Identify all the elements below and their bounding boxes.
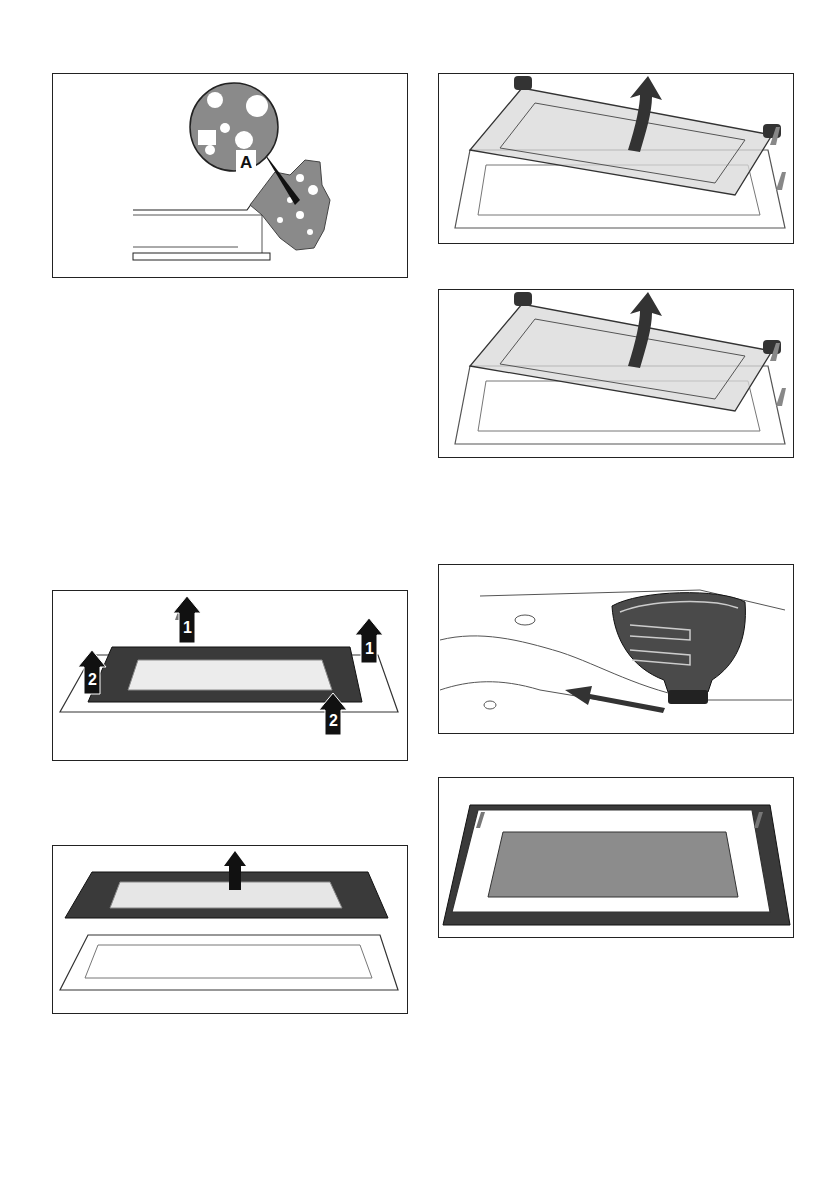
step-number: 1 [183,620,192,636]
step-number: 2 [329,713,338,729]
step-number: 1 [365,641,374,657]
detail-letter: A [240,154,252,171]
step-number: 2 [88,672,97,688]
